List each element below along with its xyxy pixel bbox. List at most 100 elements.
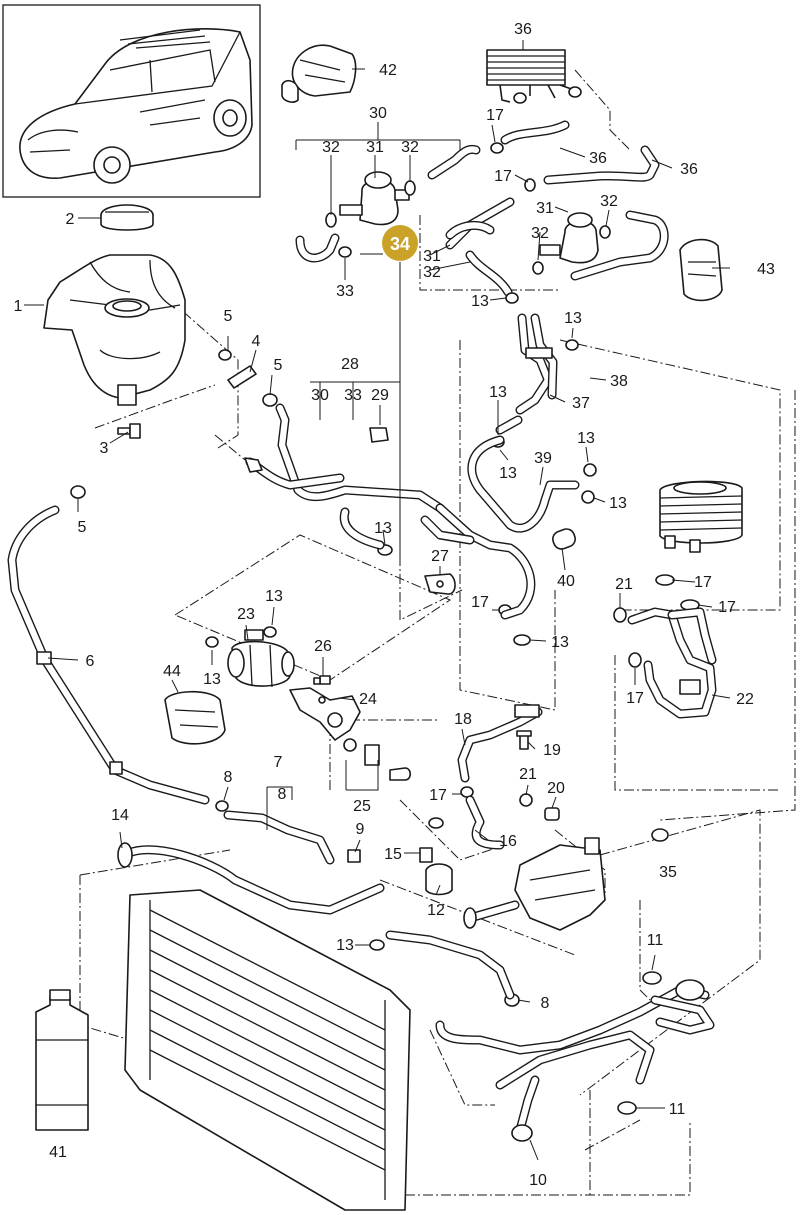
part-27-connector xyxy=(424,573,456,595)
part-24-bracket xyxy=(289,687,361,741)
part-37-pipes xyxy=(515,313,558,415)
callout-5a: 5 xyxy=(224,308,233,325)
callout-25: 25 xyxy=(353,798,371,815)
part-20-plug xyxy=(544,807,560,821)
callout-10: 10 xyxy=(529,1172,547,1189)
callout-17b: 17 xyxy=(486,107,504,124)
callout-33b: 33 xyxy=(344,387,362,404)
callout-22: 22 xyxy=(736,691,754,708)
callout-1: 1 xyxy=(14,298,23,315)
part-15-bolt xyxy=(419,847,433,863)
callout-2: 2 xyxy=(66,211,75,228)
hoses-lower xyxy=(117,810,715,1142)
callout-43: 43 xyxy=(757,261,775,278)
part-16-hose xyxy=(465,795,505,850)
callout-27: 27 xyxy=(431,548,449,565)
callout-8a: 8 xyxy=(278,786,287,803)
callout-30b: 30 xyxy=(369,105,387,122)
callout-8c: 8 xyxy=(541,995,550,1012)
callout-13a: 13 xyxy=(336,937,354,954)
highlight-label[interactable]: 34 xyxy=(390,234,410,254)
part-39-hose xyxy=(467,415,580,533)
part-oil-cooler-right xyxy=(659,480,743,553)
part-3-bolt xyxy=(117,423,141,439)
callout-13c: 13 xyxy=(564,310,582,327)
part-9-bolt xyxy=(347,849,361,863)
callout-30a: 30 xyxy=(311,387,329,404)
callout-41: 41 xyxy=(49,1144,67,1161)
callout-13g: 13 xyxy=(609,495,627,512)
callout-12: 12 xyxy=(427,902,445,919)
callout-18: 18 xyxy=(454,711,472,728)
callout-17f: 17 xyxy=(626,690,644,707)
callout-13k: 13 xyxy=(551,634,569,651)
callout-23: 23 xyxy=(237,606,255,623)
part-18-pipe xyxy=(457,704,543,783)
part-42-cover xyxy=(281,44,357,103)
part-19-bolt xyxy=(516,730,532,750)
callout-33a: 33 xyxy=(336,283,354,300)
callout-11a: 11 xyxy=(647,932,664,949)
callout-4: 4 xyxy=(252,333,261,350)
part-6-bleed-line xyxy=(7,505,210,805)
callout-26: 26 xyxy=(314,638,332,655)
callout-29: 29 xyxy=(371,387,389,404)
hoses-middle xyxy=(244,403,536,620)
callout-38: 38 xyxy=(610,373,628,390)
part-23-pump xyxy=(227,629,295,688)
callout-31a: 31 xyxy=(366,139,384,156)
callout-32e: 32 xyxy=(423,264,441,281)
callout-13h: 13 xyxy=(374,520,392,537)
callout-13d: 13 xyxy=(489,384,507,401)
callout-32c: 32 xyxy=(600,193,618,210)
callout-13i: 13 xyxy=(265,588,283,605)
callout-14: 14 xyxy=(111,807,129,824)
part-25-fasteners xyxy=(343,738,412,781)
part-43-cover xyxy=(679,238,723,302)
callout-24: 24 xyxy=(359,691,377,708)
callout-13b: 13 xyxy=(471,293,489,310)
part-41-coolant-bottle xyxy=(35,989,89,1131)
part-44-cover xyxy=(164,690,226,745)
part-thermostat-housing xyxy=(463,837,606,931)
callout-13f: 13 xyxy=(577,430,595,447)
part-26-bolt xyxy=(313,675,331,685)
callout-7: 7 xyxy=(274,754,283,771)
callout-11b: 11 xyxy=(669,1101,686,1118)
callout-19: 19 xyxy=(543,742,561,759)
vehicle-inset xyxy=(2,4,261,198)
callout-21a: 21 xyxy=(519,766,537,783)
callout-17d: 17 xyxy=(694,574,712,591)
highlight-marker[interactable] xyxy=(382,225,418,261)
callout-15: 15 xyxy=(384,846,402,863)
callout-9: 9 xyxy=(356,821,365,838)
callout-6: 6 xyxy=(86,653,95,670)
highlighted-part-34[interactable]: 34 xyxy=(360,225,418,400)
part-radiator xyxy=(124,889,411,1211)
callout-16: 16 xyxy=(499,833,517,850)
clamps xyxy=(70,142,700,1115)
callout-36b: 36 xyxy=(589,150,607,167)
callout-13j: 13 xyxy=(203,671,221,688)
callout-5b: 5 xyxy=(274,357,283,374)
part-22-hose xyxy=(627,607,717,719)
callout-32d: 32 xyxy=(531,225,549,242)
part-2-cap xyxy=(100,204,154,231)
hoses-top xyxy=(295,120,669,297)
part-40-gasket xyxy=(552,528,576,550)
callout-13e: 13 xyxy=(499,465,517,482)
callout-5c: 5 xyxy=(78,519,87,536)
callout-21b: 21 xyxy=(615,576,633,593)
part-1-expansion-tank xyxy=(43,254,186,406)
part-31-housings xyxy=(339,171,599,264)
callout-42: 42 xyxy=(379,62,397,79)
callout-28: 28 xyxy=(341,356,359,373)
callout-labels: 1 2 3 4 5 5 5 6 7 8 8 8 9 10 11 11 12 13… xyxy=(14,21,775,1189)
callout-39: 39 xyxy=(534,450,552,467)
callout-17g: 17 xyxy=(471,594,489,611)
callout-37: 37 xyxy=(572,395,590,412)
callout-31b: 31 xyxy=(536,200,554,217)
callout-40: 40 xyxy=(557,573,575,590)
callout-3: 3 xyxy=(100,440,109,457)
